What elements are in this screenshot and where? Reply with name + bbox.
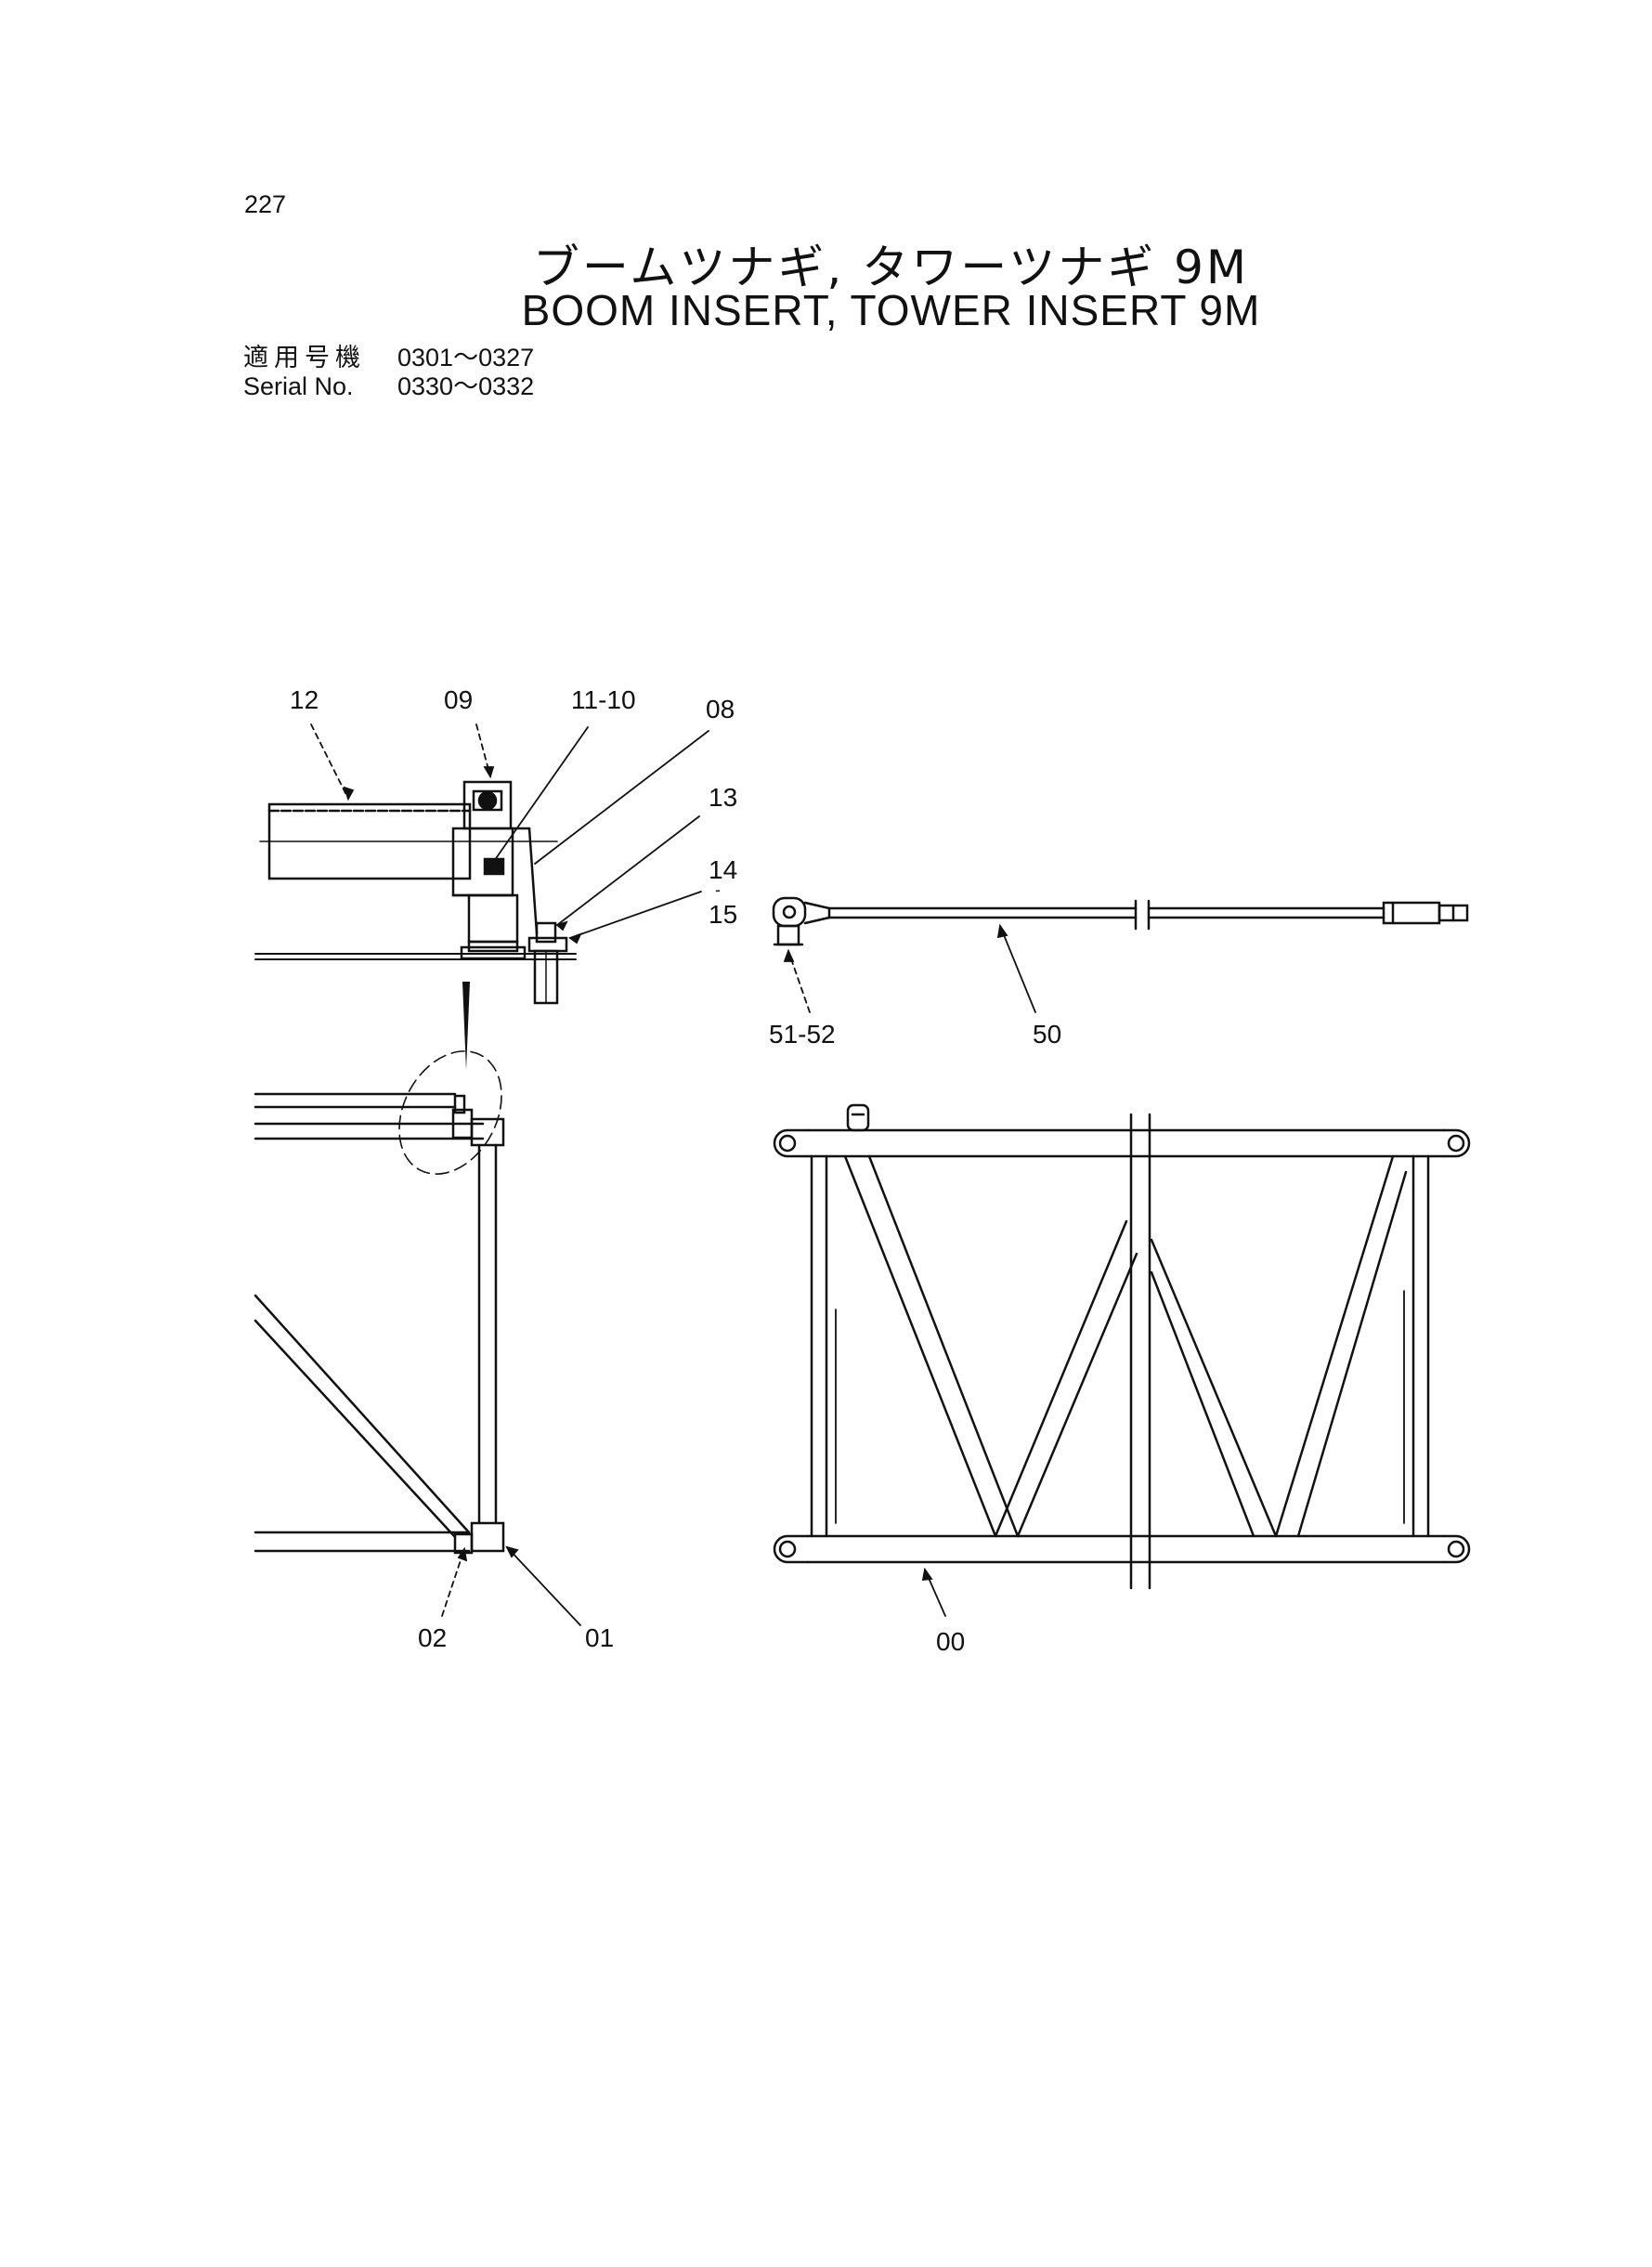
detail-leader-lines xyxy=(310,723,709,945)
serial-label-japanese: 適用号機 xyxy=(243,344,366,372)
frame-leader-lines xyxy=(441,1545,581,1626)
callout-11-10: 11-10 xyxy=(571,685,636,714)
callout-12: 12 xyxy=(290,685,319,714)
serial-range-2: 0330～0332 xyxy=(397,372,535,400)
page-number: 227 xyxy=(244,190,287,218)
callout-50: 50 xyxy=(1033,1020,1061,1049)
serial-label-english: Serial No. xyxy=(243,372,354,400)
detail-arrow xyxy=(462,982,470,1070)
truss-leader-line xyxy=(921,1567,946,1617)
pin-joint-detail xyxy=(254,780,577,1005)
title-japanese: ブームツナギ, タワーツナギ 9M xyxy=(532,241,1250,294)
serial-number-block: 適用号機 0301～0327 Serial No. 0330～0332 xyxy=(243,344,534,400)
callout-01: 01 xyxy=(585,1623,614,1652)
callout-13: 13 xyxy=(709,783,737,812)
callout-09: 09 xyxy=(444,685,473,714)
truss-frame-view xyxy=(773,1103,1471,1590)
callout-15: 15 xyxy=(709,900,737,929)
callout-51-52: 51-52 xyxy=(769,1020,836,1049)
title-english: BOOM INSERT, TOWER INSERT 9M xyxy=(521,286,1261,334)
callout-00: 00 xyxy=(936,1627,965,1656)
callout-dash: - xyxy=(715,880,721,899)
callout-08: 08 xyxy=(706,695,735,723)
tie-rod-view xyxy=(772,896,1469,946)
left-frame-view xyxy=(254,1050,505,1555)
callout-02: 02 xyxy=(418,1623,447,1652)
callout-14: 14 xyxy=(709,855,737,884)
tie-rod-leader-lines xyxy=(783,923,1036,1013)
serial-range-1: 0301～0327 xyxy=(397,344,535,371)
